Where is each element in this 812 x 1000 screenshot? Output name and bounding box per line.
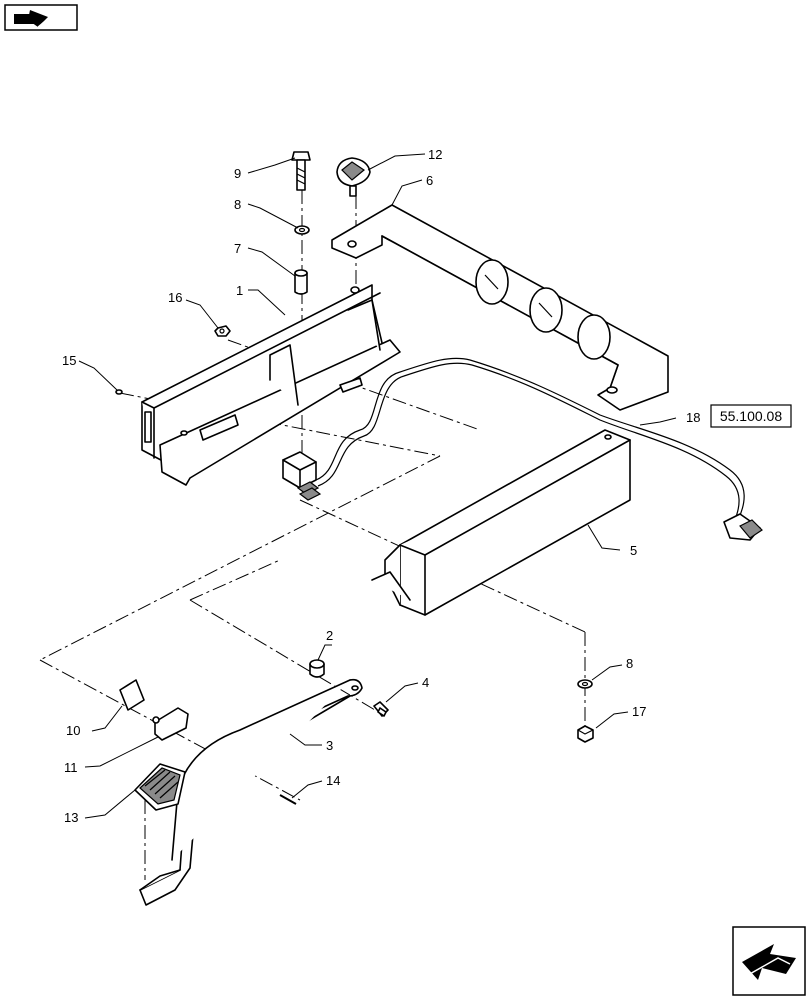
callout-17: 17	[632, 704, 646, 719]
book-pointer-icon[interactable]	[4, 4, 78, 31]
part-2-bushing	[309, 659, 325, 678]
part-16-nut	[214, 325, 231, 337]
part-4-bolt	[373, 701, 389, 717]
part-7-spacer	[294, 269, 308, 295]
part-9-bolt	[291, 151, 311, 191]
callout-16: 16	[168, 290, 182, 305]
part-6-support-plate	[331, 204, 669, 411]
callout-6: 6	[426, 173, 433, 188]
part-8-washer-lower	[577, 679, 593, 689]
callout-11: 11	[64, 760, 78, 775]
callout-9: 9	[234, 166, 241, 181]
reference-link-box[interactable]: 55.100.08	[710, 404, 792, 428]
part-5-cover	[371, 429, 631, 616]
callout-labels: 9 8 7 12 6 1 16 15 18 5 2 4 3 10 11 13 1…	[62, 147, 700, 825]
part-13-pedal-pad	[134, 763, 186, 811]
callout-4: 4	[422, 675, 429, 690]
callout-8-lower: 8	[626, 656, 633, 671]
reference-link-text[interactable]: 55.100.08	[720, 408, 782, 424]
part-8-washer-upper	[294, 225, 310, 235]
callout-2: 2	[326, 628, 333, 643]
part-17-nut	[577, 725, 594, 743]
part-18-wire-harness	[315, 357, 763, 541]
callout-14: 14	[326, 773, 340, 788]
callout-12: 12	[428, 147, 442, 162]
callout-7: 7	[234, 241, 241, 256]
callout-18: 18	[686, 410, 700, 425]
part-15-clip	[115, 389, 123, 395]
callout-3: 3	[326, 738, 333, 753]
callout-10: 10	[66, 723, 80, 738]
part-10-pad	[119, 679, 145, 711]
callout-8-upper: 8	[234, 197, 241, 212]
part-12-knob	[336, 157, 371, 197]
leader-lines	[78, 153, 677, 819]
part-11-switch	[152, 707, 189, 741]
switch-block	[282, 451, 322, 501]
part-1-bracket	[141, 284, 401, 486]
callout-15: 15	[62, 353, 76, 368]
callout-5: 5	[630, 543, 637, 558]
callout-1: 1	[236, 283, 243, 298]
callout-13: 13	[64, 810, 78, 825]
part-14-pin	[279, 794, 297, 805]
next-page-arrow-icon[interactable]	[732, 926, 806, 996]
